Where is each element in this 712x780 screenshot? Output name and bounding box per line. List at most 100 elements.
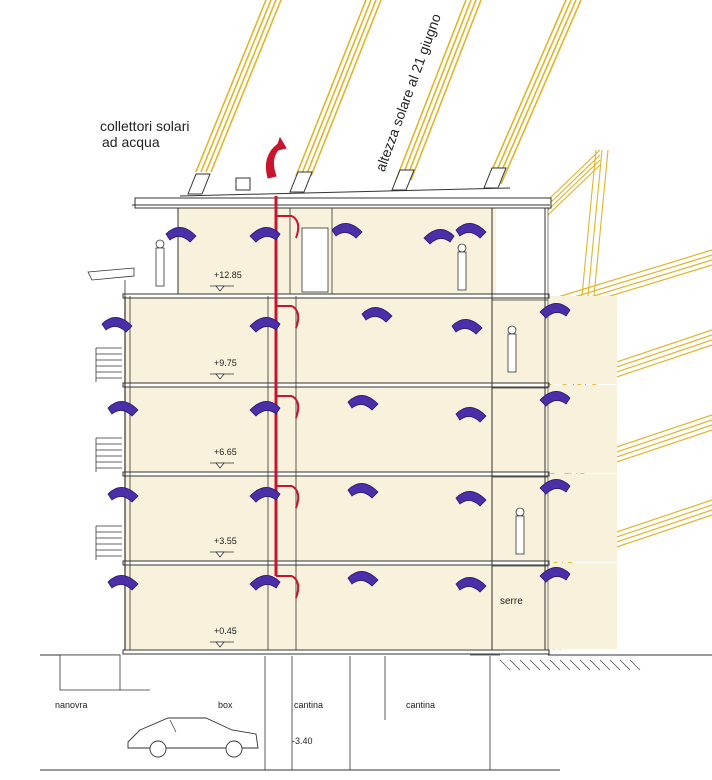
air-arrow-9 [451, 319, 483, 335]
air-arrow-2 [249, 227, 281, 243]
ground-hatch-12 [609, 659, 621, 671]
sun-ray-top-1-4 [210, 0, 282, 173]
air-arrow-17 [249, 487, 281, 503]
sun-ray-right-5-2 [547, 154, 601, 206]
person-head-3 [507, 325, 517, 335]
sun-ray-right-5-3 [547, 159, 601, 211]
car-window-divider [169, 719, 177, 733]
air-arrow-22 [249, 575, 281, 591]
level-label-975: +9.75 [214, 358, 237, 368]
level-label-1285: +12.85 [214, 270, 242, 280]
solar-collector-4 [483, 167, 507, 189]
sun-ray-top-4-2 [490, 0, 572, 185]
air-arrow-7 [249, 317, 281, 333]
sun-ray-top-1-1 [195, 0, 267, 173]
person-head-1 [155, 239, 165, 249]
car-wheel-rear [225, 740, 243, 758]
air-arrow-10 [539, 303, 571, 319]
floor-slab-2 [122, 382, 550, 388]
balcony-rail-3 [95, 525, 122, 560]
top-floor-door [301, 227, 329, 293]
floor-slab-3 [122, 471, 550, 477]
air-arrow-21 [107, 575, 139, 591]
person-head-2 [457, 243, 467, 253]
air-arrow-14 [455, 407, 487, 423]
air-arrow-6 [101, 317, 133, 333]
solar-collector-1 [187, 173, 211, 195]
air-arrow-16 [107, 487, 139, 503]
solar-collector-3 [391, 169, 415, 191]
ground-hatch-3 [519, 659, 531, 671]
hot-air-outlet-4 [291, 485, 300, 509]
ground-hatch-7 [559, 659, 571, 671]
sun-ray-right-1-1 [547, 249, 712, 301]
sun-ray-right-5-1 [547, 149, 601, 201]
air-arrow-23 [347, 571, 379, 587]
sun-ray-top-4-3 [495, 0, 577, 185]
person-figure-2 [457, 243, 467, 291]
level-marker-4 [215, 551, 225, 558]
serre-label: serre [500, 596, 523, 607]
person-body-4 [515, 515, 525, 555]
building [40, 136, 712, 771]
air-arrow-20 [539, 479, 571, 495]
sun-ray-top-4-4 [500, 0, 582, 185]
air-arrow-1 [165, 227, 197, 243]
air-arrow-13 [347, 395, 379, 411]
air-arrow-15 [539, 391, 571, 407]
sun-ray-top-1-3 [205, 0, 277, 173]
level-marker-5 [215, 641, 225, 648]
sun-rays-top [195, 0, 582, 185]
air-arrow-8 [361, 307, 393, 323]
car-drawing [127, 717, 259, 758]
room-label-cantina-2: cantina [406, 700, 436, 710]
sun-ray-top-2-2 [300, 0, 372, 177]
terrace-canopy [87, 267, 135, 281]
air-arrow-4 [423, 229, 455, 245]
sun-ray-top-3-2 [400, 0, 472, 181]
air-arrow-3 [331, 223, 363, 239]
person-figure-3 [507, 325, 517, 373]
person-body-2 [457, 251, 467, 291]
collectors-label-line2: ad acqua [102, 134, 160, 150]
ground-hatch-5 [539, 659, 551, 671]
sun-ray-top-2-4 [310, 0, 382, 177]
car-wheel-front [149, 740, 167, 758]
level-label-355: +3.55 [214, 536, 237, 546]
sun-ray-top-3-4 [410, 0, 482, 181]
floor-slab-4 [122, 560, 550, 566]
hot-air-outlet-5 [291, 575, 300, 599]
hot-air-outlet-2 [291, 305, 300, 329]
person-head-4 [515, 507, 525, 517]
ground-hatch-8 [569, 659, 581, 671]
hot-air-outlet-1 [291, 215, 300, 239]
level-marker-2 [215, 373, 225, 380]
ground-hatch-2 [509, 659, 521, 671]
ground-hatch-6 [549, 659, 561, 671]
floor-slab-1 [122, 293, 550, 299]
level-marker-1 [215, 285, 225, 292]
hot-air-outlet-3 [291, 395, 300, 419]
person-figure-4 [515, 507, 525, 555]
sun-ray-top-3-3 [405, 0, 477, 181]
room-label-nanovra: nanovra [55, 700, 88, 710]
air-arrow-24 [455, 577, 487, 593]
ramp-box [59, 654, 121, 691]
roof-slab [134, 197, 552, 209]
air-flow-arrows [101, 223, 571, 593]
floor-slab-5 [122, 649, 550, 655]
sun-ray-top-4-1 [485, 0, 567, 185]
ground-hatch-13 [619, 659, 631, 671]
sun-ray-top-2-1 [295, 0, 367, 177]
person-figure-1 [155, 239, 165, 287]
sun-ray-top-1-2 [200, 0, 272, 173]
sun-ray-right-5-4 [547, 164, 601, 216]
air-arrow-25 [539, 567, 571, 583]
air-arrow-18 [347, 483, 379, 499]
level-label-340: -3.40 [292, 736, 313, 746]
air-arrow-11 [107, 401, 139, 417]
person-body-1 [155, 247, 165, 287]
ground-hatch-11 [599, 659, 611, 671]
balcony-rail-1 [95, 347, 122, 382]
sun-ray-top-3-1 [395, 0, 467, 181]
